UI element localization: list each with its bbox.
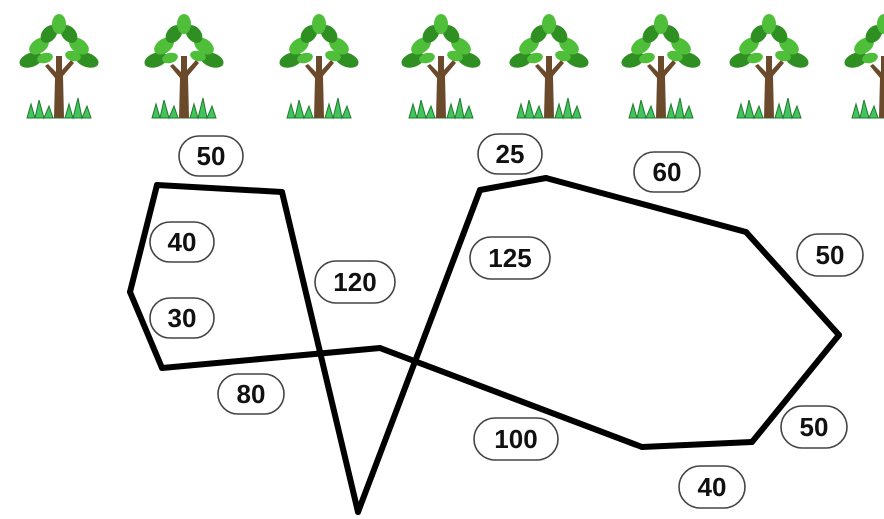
- tree-icon: [16, 13, 102, 119]
- edge-label-text: 100: [494, 424, 537, 454]
- edge-label: 50: [178, 135, 244, 177]
- edge-25: [477, 175, 549, 193]
- tree-icon: [841, 13, 884, 119]
- edge-label-text: 60: [653, 157, 682, 187]
- edge-50-top: [154, 182, 285, 195]
- tree-row: [16, 13, 884, 119]
- edge-label-text: 50: [197, 141, 226, 171]
- tree-icon: [726, 13, 812, 119]
- edge-label: 80: [217, 373, 285, 415]
- edge-label: 50: [796, 233, 864, 277]
- edge-label-text: 50: [816, 240, 845, 270]
- edge-50-upper-right: [743, 229, 842, 338]
- edge-80: [159, 345, 383, 371]
- edge-60: [543, 175, 749, 235]
- edge-label: 40: [678, 465, 746, 509]
- edge-label-text: 80: [237, 379, 266, 409]
- edge-label: 30: [149, 297, 215, 339]
- edge-120: [279, 189, 361, 515]
- tree-icon: [398, 13, 484, 119]
- edge-label: 40: [149, 221, 215, 263]
- edge-label: 125: [469, 236, 551, 280]
- edge-label-text: 120: [333, 267, 376, 297]
- edge-label-text: 125: [488, 243, 531, 273]
- path-edges: [127, 175, 842, 515]
- edge-50-lower-right: [749, 332, 842, 445]
- edge-label-text: 40: [698, 472, 727, 502]
- edge-40: [127, 182, 160, 295]
- edge-label: 100: [473, 417, 559, 461]
- edge-label: 120: [314, 260, 396, 304]
- edge-labels: 50 40 30 120 80 25 125 60: [149, 133, 864, 509]
- edge-label: 60: [633, 151, 701, 193]
- edge-label-text: 25: [496, 139, 525, 169]
- edge-label-text: 40: [168, 227, 197, 257]
- edge-label: 25: [477, 133, 543, 175]
- tree-icon: [618, 13, 704, 119]
- edge-125: [355, 187, 483, 515]
- edge-label: 50: [780, 405, 848, 449]
- edge-40-bottom: [639, 439, 755, 450]
- edge-label-text: 30: [168, 303, 197, 333]
- edge-30: [127, 289, 165, 371]
- tree-icon: [276, 13, 362, 119]
- tree-icon: [506, 13, 592, 119]
- tree-icon: [141, 13, 227, 119]
- edge-100: [377, 345, 645, 450]
- edge-label-text: 50: [800, 412, 829, 442]
